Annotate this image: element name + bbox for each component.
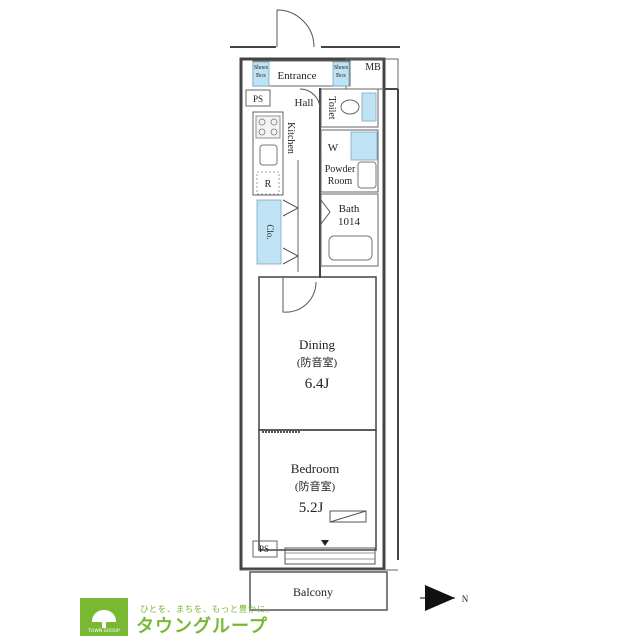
- bedroom-size: 5.2J: [299, 500, 324, 516]
- kitchen-counter: [252, 111, 284, 196]
- sink-icon: [259, 144, 278, 166]
- refrigerator-space: [256, 171, 280, 195]
- ac-diagonal: [329, 510, 367, 523]
- toilet-door-swing: [299, 88, 321, 110]
- compass-label: N: [462, 594, 469, 604]
- washer-label: W: [328, 142, 339, 154]
- entrance-door-swing: [276, 9, 315, 48]
- powder-room-area: [320, 129, 379, 193]
- shoes-box-label: Box: [336, 73, 346, 79]
- closet-door-icon: [282, 247, 300, 265]
- balcony-window: [284, 547, 376, 565]
- ps-label: PS: [259, 544, 269, 554]
- shoes-box-label: Shoes: [254, 65, 269, 71]
- stove: [255, 115, 281, 139]
- bedroom-label: Bedroom: [291, 461, 339, 476]
- outer-wall: [239, 57, 386, 571]
- logo-subtext: TOWN GROUP: [88, 629, 120, 634]
- ps-bottom-box: [252, 540, 278, 558]
- shoes-box-left: [252, 61, 270, 87]
- dining-door-swing: [282, 277, 317, 313]
- bath-door-icon: [320, 199, 331, 225]
- ps-top-box: [245, 89, 271, 107]
- dining-note: (防音室): [297, 355, 338, 369]
- north-arrow-icon: [425, 585, 455, 611]
- toilet-room: [320, 88, 379, 128]
- closet-door-icon: [282, 199, 300, 217]
- washbasin-icon: [357, 161, 377, 189]
- refrigerator-label: R: [265, 179, 272, 190]
- bath-label: Bath: [339, 203, 360, 215]
- bedroom-note: (防音室): [295, 479, 336, 493]
- dining-label: Dining: [299, 337, 336, 352]
- burner-icon: [258, 118, 266, 126]
- logo-brand: タウングループ: [136, 616, 268, 637]
- bath-size-label: 1014: [338, 216, 361, 228]
- dining-size: 6.4J: [305, 376, 330, 392]
- dining-room: [258, 276, 377, 431]
- burner-icon: [258, 128, 266, 136]
- tree-trunk: [102, 620, 106, 628]
- ps-label: PS: [253, 94, 263, 104]
- bathtub-icon: [328, 235, 373, 261]
- shoes-box-right: [332, 61, 350, 87]
- bedroom-room: [258, 429, 377, 551]
- burner-icon: [270, 118, 278, 126]
- toilet-label: Toilet: [326, 96, 337, 119]
- toilet-icon: [340, 99, 360, 115]
- hall-label: Hall: [295, 97, 314, 109]
- burner-icon: [270, 128, 278, 136]
- entrance-label: Entrance: [277, 70, 316, 82]
- powder-room-label: Room: [328, 176, 353, 187]
- entry-arrow-icon: [321, 540, 329, 546]
- tree-logo-icon: [92, 610, 116, 622]
- shoes-box-label: Shoes: [334, 65, 349, 71]
- closet: [256, 199, 282, 265]
- mb-label: MB: [365, 62, 381, 73]
- air-conditioner: [329, 510, 367, 523]
- balcony: [249, 571, 388, 611]
- balcony-label: Balcony: [293, 585, 333, 599]
- toilet-tank: [361, 92, 377, 122]
- kitchen-label: Kitchen: [285, 122, 296, 154]
- powder-room-label: Powder: [325, 164, 356, 175]
- washer-space: [350, 131, 378, 161]
- bath-room: [320, 193, 379, 267]
- closet-label: Clo.: [265, 224, 275, 239]
- shoes-box-label: Box: [256, 73, 266, 79]
- logo-tagline: ひとを、まちを、もっと豊かに。: [140, 605, 275, 615]
